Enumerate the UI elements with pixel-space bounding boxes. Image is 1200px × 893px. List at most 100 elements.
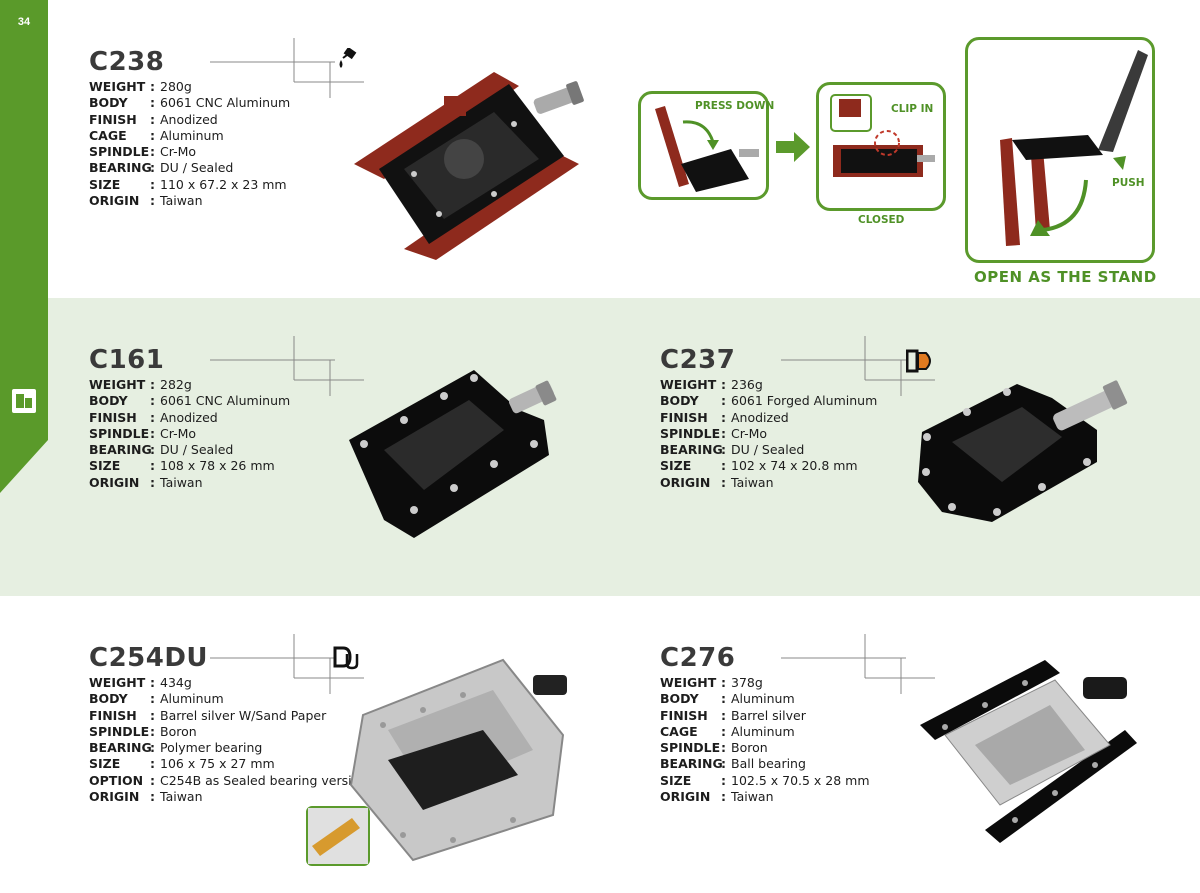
spec-row: SIZE:106 x 75 x 27 mm <box>89 756 275 772</box>
spec-row: SIZE:102 x 74 x 20.8 mm <box>660 458 858 474</box>
spec-value: Polymer bearing <box>160 740 263 756</box>
spec-label: WEIGHT <box>660 377 717 392</box>
spec-row: CAGE:Aluminum <box>89 127 224 143</box>
product-title: C276 <box>660 643 736 673</box>
spec-row: ORIGIN:Taiwan <box>89 789 203 805</box>
spec-row: FINISH:Barrel silver <box>660 707 806 723</box>
spec-label: SIZE <box>660 772 692 788</box>
spec-value: Anodized <box>731 409 789 425</box>
decorative-lines <box>781 634 935 694</box>
c161-pedal-image <box>349 370 557 538</box>
spec-label: BODY <box>660 691 699 707</box>
spec-value: C254B as Sealed bearing version <box>160 772 368 788</box>
product-title: C237 <box>660 345 736 375</box>
decorative-lines <box>210 38 364 98</box>
push-label: PUSH <box>1112 177 1145 189</box>
spec-value: 102.5 x 70.5 x 28 mm <box>731 772 870 788</box>
spec-value: 6061 CNC Aluminum <box>160 393 291 409</box>
reflector-detail-image <box>308 808 368 864</box>
spec-value: Taiwan <box>160 474 203 490</box>
product-c161: C161 WEIGHT:282g BODY:6061 CNC Aluminum … <box>89 345 290 491</box>
spec-row: ORIGIN:Taiwan <box>89 193 203 209</box>
spec-list: WEIGHT:434g BODY:Aluminum FINISH:Barrel … <box>89 675 367 805</box>
spec-label: SPINDLE <box>89 425 150 441</box>
spec-value: 106 x 75 x 27 mm <box>160 756 275 772</box>
spec-value: Aluminum <box>160 691 224 707</box>
spec-row: FINISH:Barrel silver W/Sand Paper <box>89 707 327 723</box>
reflector-detail-box <box>306 806 370 866</box>
spec-row: ORIGIN:Taiwan <box>89 474 203 490</box>
spec-value: DU / Sealed <box>160 160 234 176</box>
product-c237: C237 WEIGHT:236g BODY:6061 Forged Alumin… <box>660 345 877 491</box>
spec-label: SIZE <box>89 176 121 192</box>
spec-value: Taiwan <box>160 789 203 805</box>
spec-value: 6061 Forged Aluminum <box>731 393 878 409</box>
spec-label: CAGE <box>89 127 127 143</box>
spec-label: WEIGHT <box>89 675 146 690</box>
spec-label: ORIGIN <box>660 474 711 490</box>
spec-value: 280g <box>160 79 192 94</box>
spec-row: BODY:Aluminum <box>660 691 795 707</box>
spec-row: SPINDLE:Boron <box>660 740 768 756</box>
spec-value: Anodized <box>160 111 218 127</box>
spec-value: 282g <box>160 377 192 392</box>
spec-value: Cr-Mo <box>160 425 197 441</box>
spec-value: Cr-Mo <box>731 425 768 441</box>
spec-value: 102 x 74 x 20.8 mm <box>731 458 858 474</box>
spec-label: BEARING <box>89 160 152 176</box>
spec-label: BODY <box>89 95 128 111</box>
spec-label: SPINDLE <box>89 144 150 160</box>
product-title: C254DU <box>89 643 209 673</box>
spec-list: WEIGHT:280g BODY:6061 CNC Aluminum FINIS… <box>89 79 290 209</box>
product-c254du: C254DU WEIGHT:434g BODY:Aluminum FINISH:… <box>89 643 367 805</box>
spec-value: Cr-Mo <box>160 144 197 160</box>
page-number: 34 <box>17 16 31 28</box>
spec-value: Boron <box>160 723 197 739</box>
spec-list: WEIGHT:378g BODY:Aluminum FINISH:Barrel … <box>660 675 870 805</box>
c254du-pedal-image <box>349 658 567 862</box>
spec-label: ORIGIN <box>89 193 140 209</box>
spec-row: WEIGHT:434g <box>89 675 192 690</box>
spec-row: CAGE:Aluminum <box>660 723 795 739</box>
spec-row: SIZE:110 x 67.2 x 23 mm <box>89 176 287 192</box>
spec-label: BODY <box>89 691 128 707</box>
press-down-label: PRESS DOWN <box>695 100 775 112</box>
spec-value: Ball bearing <box>731 756 806 772</box>
spec-label: ORIGIN <box>660 789 711 805</box>
spec-value: Boron <box>731 740 768 756</box>
spec-label: BEARING <box>660 442 723 458</box>
spec-row: BODY:6061 Forged Aluminum <box>660 393 878 409</box>
c237-pedal-image <box>918 380 1128 522</box>
spec-value: 236g <box>731 377 763 392</box>
step-stand-box <box>965 37 1155 263</box>
spec-row: OPTION:C254B as Sealed bearing version <box>89 772 368 788</box>
spec-label: WEIGHT <box>89 79 146 94</box>
du-badge-icon <box>333 646 359 670</box>
spec-label: FINISH <box>89 707 137 723</box>
spec-value: DU / Sealed <box>160 442 234 458</box>
spec-row: FINISH:Anodized <box>89 409 218 425</box>
spec-row: BEARING:DU / Sealed <box>89 442 234 458</box>
spec-label: SPINDLE <box>660 740 721 756</box>
spec-row: SPINDLE:Cr-Mo <box>89 144 197 160</box>
spec-row: SPINDLE:Cr-Mo <box>89 425 197 441</box>
product-title: C161 <box>89 345 165 375</box>
arrow-right-icon <box>776 132 810 162</box>
product-c238: C238 WEIGHT:280g BODY:6061 CNC Aluminum … <box>89 47 290 209</box>
spec-list: WEIGHT:282g BODY:6061 CNC Aluminum FINIS… <box>89 377 290 491</box>
stand-illustration <box>1000 50 1148 246</box>
spec-label: WEIGHT <box>89 377 146 392</box>
spec-row: BODY:Aluminum <box>89 691 224 707</box>
spec-row: BODY:6061 CNC Aluminum <box>89 393 291 409</box>
clip-in-illustration <box>830 94 935 177</box>
spec-row: SPINDLE:Cr-Mo <box>660 425 768 441</box>
closed-label: CLOSED <box>858 214 905 226</box>
side-tab: 34 <box>0 0 48 493</box>
spec-label: SIZE <box>89 458 121 474</box>
spec-value: Aluminum <box>731 691 795 707</box>
spec-label: FINISH <box>89 111 137 127</box>
spec-row: ORIGIN:Taiwan <box>660 789 774 805</box>
spec-row: WEIGHT:280g <box>89 79 192 94</box>
spec-value: 6061 CNC Aluminum <box>160 95 291 111</box>
spec-row: BODY:6061 CNC Aluminum <box>89 95 291 111</box>
